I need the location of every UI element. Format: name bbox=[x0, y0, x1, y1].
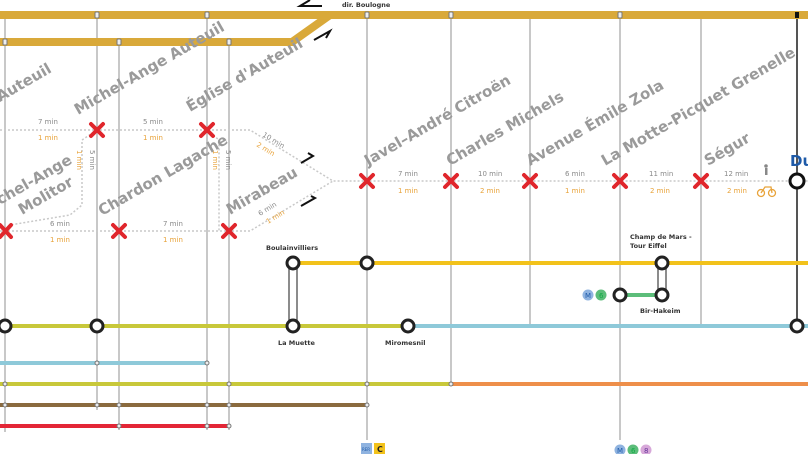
walk-time: 6 min bbox=[50, 220, 70, 228]
bike-time: 2 min bbox=[480, 187, 500, 195]
direction-arrow-left-icon bbox=[296, 0, 322, 7]
bike-time: 1 min bbox=[163, 236, 183, 244]
walk-time: 7 min bbox=[163, 220, 183, 228]
line-8-badge: 8 bbox=[644, 447, 648, 454]
station-label-bir-hakeim: Bir-Hakeim bbox=[640, 307, 681, 315]
station-label-miromesnil: Miromesnil bbox=[385, 339, 426, 347]
closed-icon bbox=[612, 173, 628, 189]
closed-icon bbox=[522, 173, 538, 189]
bike-time: 1 min bbox=[38, 134, 58, 142]
closed-icon bbox=[199, 122, 215, 138]
walk-time: 12 min bbox=[724, 170, 748, 178]
station-label-javel: Javel–André Citroën bbox=[360, 71, 514, 170]
closed-stations bbox=[0, 122, 709, 239]
station-label-la-muette: La Muette bbox=[278, 339, 316, 347]
station-label-duroc: Du bbox=[790, 152, 808, 170]
line-10-tracks bbox=[0, 11, 808, 46]
station-label-champ-de-mars-1: Champ de Mars - bbox=[630, 233, 692, 241]
walk-time: 5 min bbox=[88, 150, 96, 170]
walk-time: 5 min bbox=[143, 118, 163, 126]
walk-time: 7 min bbox=[398, 170, 418, 178]
closed-icon bbox=[221, 223, 237, 239]
station-label-chardon-lagache: Chardon Lagache bbox=[95, 131, 231, 220]
bike-time: 1 min bbox=[565, 187, 585, 195]
pedestrian-icon bbox=[764, 164, 768, 175]
direction-arrow-up-icon bbox=[313, 28, 333, 41]
bike-time: 1 min bbox=[211, 150, 219, 170]
bike-time: 1 min bbox=[143, 134, 163, 142]
line-6-badge: 6 bbox=[631, 447, 636, 454]
walk-time: 10 min bbox=[478, 170, 502, 178]
bicycle-icon bbox=[756, 186, 777, 198]
badges-la-motte-picquet: M 6 8 bbox=[614, 444, 652, 454]
badges-bir-hakeim: M 6 bbox=[582, 289, 607, 301]
bike-time: 1 min bbox=[75, 150, 83, 170]
station-label-auteuil: Auteuil bbox=[0, 60, 54, 106]
closed-icon bbox=[0, 223, 13, 239]
badges-javel: RER C bbox=[361, 443, 385, 454]
line-6-badge: 6 bbox=[599, 292, 604, 300]
route-arrow-icon bbox=[300, 152, 315, 164]
rer-icon: RER bbox=[362, 447, 370, 452]
walk-time: 7 min bbox=[38, 118, 58, 126]
closed-icon bbox=[111, 223, 127, 239]
direction-label: dir. Boulogne bbox=[342, 1, 391, 9]
station-duroc bbox=[788, 172, 806, 190]
station-label-champ-de-mars-2: Tour Eiffel bbox=[630, 242, 667, 250]
walk-time: 6 min bbox=[565, 170, 585, 178]
closed-icon bbox=[443, 173, 459, 189]
walk-time: 5 min bbox=[224, 150, 232, 170]
vertical-guides bbox=[4, 15, 798, 440]
closed-icon bbox=[359, 173, 375, 189]
station-label-boulainvilliers: Boulainvilliers bbox=[266, 244, 318, 252]
bike-time: 2 min bbox=[727, 187, 747, 195]
metro-icon: M bbox=[617, 447, 623, 454]
rer-c-badge: C bbox=[377, 445, 383, 454]
closed-icon bbox=[693, 173, 709, 189]
walk-time: 11 min bbox=[649, 170, 673, 178]
bike-time: 1 min bbox=[50, 236, 70, 244]
station-label-segur: Ségur bbox=[701, 129, 754, 170]
station-label-avenue-emile-zola: Avenue Émile Zola bbox=[523, 75, 667, 169]
metro-icon: M bbox=[585, 292, 591, 300]
other-lines bbox=[0, 255, 808, 429]
closed-icon bbox=[89, 122, 105, 138]
bike-time: 1 min bbox=[398, 187, 418, 195]
route-arrow-icon bbox=[300, 195, 318, 207]
bike-time: 2 min bbox=[650, 187, 670, 195]
